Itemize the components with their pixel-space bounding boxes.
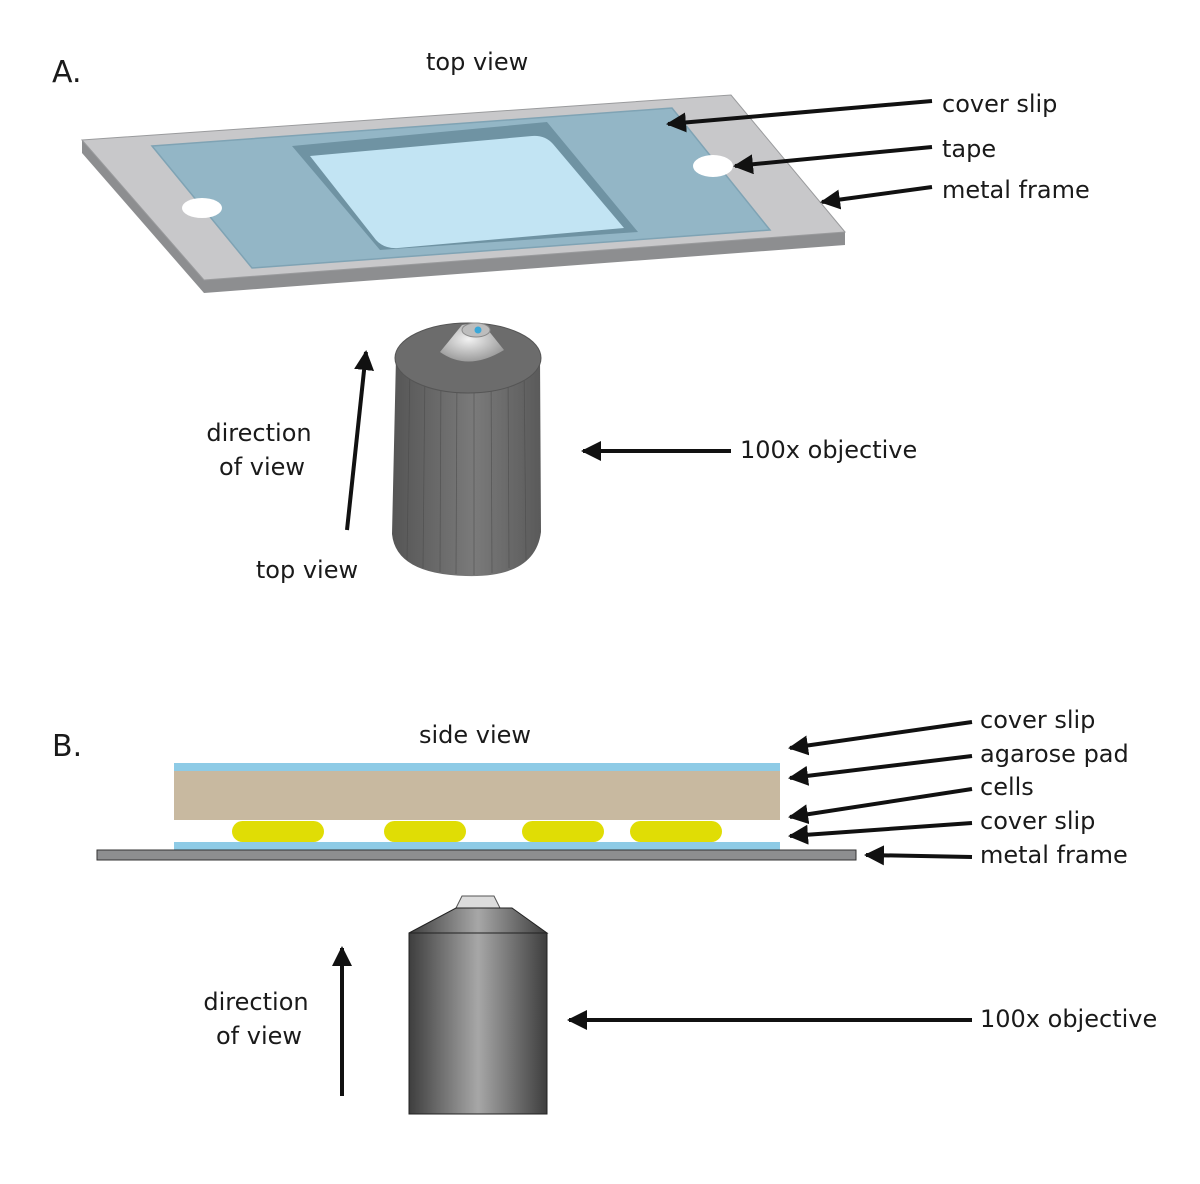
label-cover-slip-top: cover slip <box>980 706 1095 734</box>
objective-body <box>392 356 541 577</box>
label-direction-side-line2: of view <box>216 1022 302 1050</box>
cell <box>384 821 466 842</box>
cover-slip-bottom <box>174 842 780 850</box>
panel-a-title: top view <box>426 48 528 76</box>
panel-b-title: side view <box>419 721 531 749</box>
arrow-cover-slip <box>666 99 933 133</box>
label-metal-frame-side: metal frame <box>980 841 1128 869</box>
objective-side-body <box>408 932 548 1115</box>
arrow-tape <box>733 145 933 175</box>
cells-group <box>232 821 722 842</box>
panel-a-letter: A. <box>52 55 82 90</box>
label-direction-line1: direction <box>206 419 311 447</box>
panel-a: A. top view <box>52 48 1090 584</box>
cell <box>522 821 604 842</box>
arrow-cover-slip-bottom <box>788 821 973 845</box>
label-cover-slip: cover slip <box>942 90 1057 118</box>
cover-slip-top <box>174 763 780 771</box>
label-objective-side: 100x objective <box>980 1005 1157 1033</box>
objective-lens <box>474 326 482 334</box>
objective-body-facets <box>406 361 527 575</box>
arrow-metal-frame <box>820 185 933 210</box>
cell <box>232 821 324 842</box>
metal-frame-left-edge <box>82 140 204 293</box>
label-cover-slip-bottom: cover slip <box>980 807 1095 835</box>
panel-b-letter: B. <box>52 729 82 764</box>
frame-hole-left <box>182 198 222 218</box>
agarose-pad <box>174 771 780 820</box>
label-bottom-view: top view <box>256 556 358 584</box>
cell <box>630 821 722 842</box>
label-direction-side-line1: direction <box>203 988 308 1016</box>
arrow-cells <box>788 787 973 825</box>
objective-side-shoulder <box>408 907 549 934</box>
label-agarose-pad: agarose pad <box>980 740 1129 768</box>
label-objective: 100x objective <box>740 436 917 464</box>
arrow-cover-slip-top <box>788 720 973 756</box>
frame-hole-right <box>693 155 733 177</box>
arrow-agarose-pad <box>788 754 973 786</box>
label-cells: cells <box>980 773 1034 801</box>
panel-b: B. side view cover slip agarose pad cell… <box>52 706 1157 1115</box>
objective-side <box>408 895 549 1115</box>
metal-frame-side <box>96 849 857 861</box>
metal-frame-front-edge <box>204 232 845 293</box>
arrow-metal-frame-side <box>864 845 973 866</box>
label-metal-frame: metal frame <box>942 176 1090 204</box>
objective-side-tip <box>455 895 501 909</box>
objective-3d <box>392 322 542 577</box>
label-direction-line2: of view <box>219 453 305 481</box>
cover-slip-window <box>310 135 624 249</box>
label-tape: tape <box>942 135 996 163</box>
arrow-direction-of-view <box>345 350 375 531</box>
